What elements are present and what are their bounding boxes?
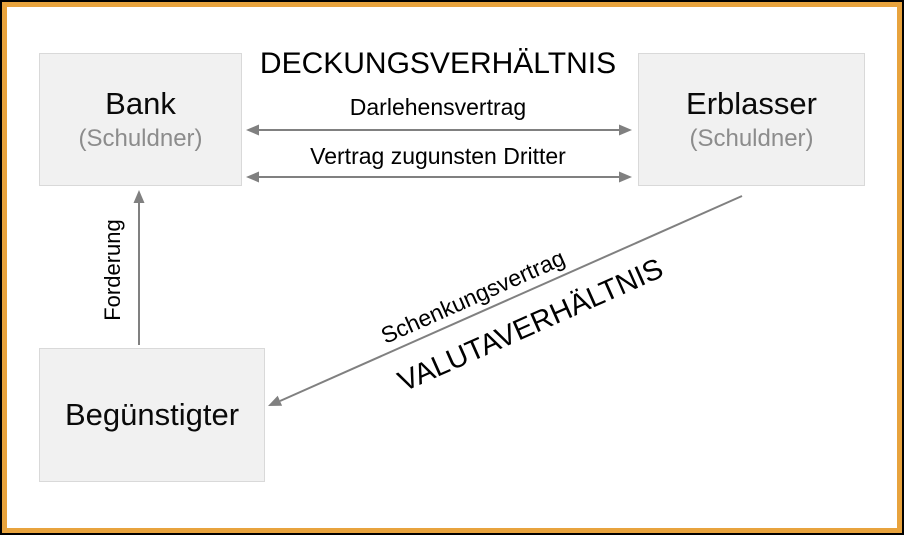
box-bank: Bank (Schuldner) [39, 53, 242, 186]
box-erblasser-subtitle: (Schuldner) [689, 125, 814, 153]
box-bank-subtitle: (Schuldner) [78, 125, 203, 153]
edge-label-forderung: Forderung [100, 219, 125, 321]
box-bank-title: Bank [105, 86, 176, 122]
deckungsverhaeltnis-heading: DECKUNGSVERHÄLTNIS [259, 47, 617, 80]
arrow-forderung-up [133, 190, 145, 345]
arrow-schenkungsvertrag-diagonal [268, 195, 743, 406]
edge-label-darlehensvertrag: Darlehensvertrag [349, 94, 527, 120]
box-erblasser-title: Erblasser [686, 86, 817, 122]
edge-label-vertrag-zugunsten-dritter: Vertrag zugunsten Dritter [310, 143, 566, 169]
box-erblasser: Erblasser (Schuldner) [638, 53, 865, 186]
box-beguenstigter-title: Begünstigter [64, 397, 240, 433]
double-arrow-vertrag-zugunsten-dritter [246, 171, 632, 183]
box-beguenstigter: Begünstigter [39, 348, 265, 482]
double-arrow-darlehensvertrag [246, 124, 632, 136]
